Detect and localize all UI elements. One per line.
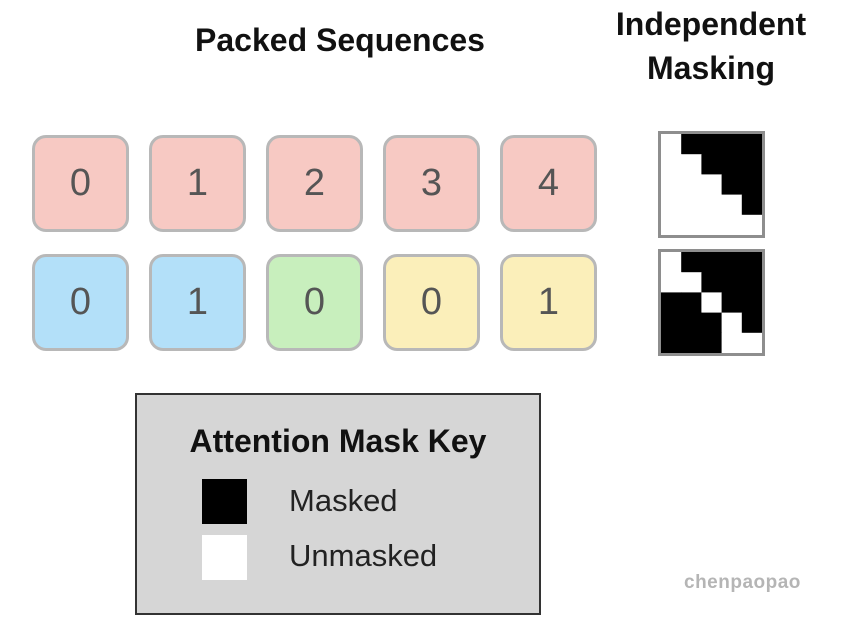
- token-1-2: 0: [266, 254, 363, 351]
- unmasked-cell: [721, 332, 743, 353]
- unmasked-label: Unmasked: [289, 538, 438, 573]
- token-1-3: 0: [383, 254, 480, 351]
- unmasked-cell: [721, 312, 743, 334]
- packed-sequences-title: Packed Sequences: [195, 22, 485, 58]
- masked-cell: [721, 272, 743, 293]
- masked-cell: [701, 134, 722, 155]
- masked-cell: [721, 154, 743, 175]
- token-0-2: 2: [266, 135, 363, 232]
- masked-swatch: [202, 479, 247, 524]
- masked-cell: [721, 134, 743, 155]
- masked-cell: [741, 154, 762, 175]
- token-0-0: 0: [32, 135, 129, 232]
- unmasked-cell: [701, 292, 722, 313]
- attention-mask-legend: Attention Mask Key Masked Unmasked: [135, 393, 541, 615]
- unmasked-cell: [681, 174, 702, 195]
- unmasked-cell: [681, 154, 702, 175]
- attention-mask-causal: [658, 131, 765, 238]
- masked-cell: [681, 312, 702, 334]
- masked-cell: [741, 194, 762, 216]
- mask-grid-0: [661, 134, 762, 235]
- masked-cell: [721, 292, 743, 313]
- masked-cell: [661, 292, 682, 313]
- masked-cell: [701, 312, 722, 334]
- masked-cell: [681, 292, 702, 313]
- masked-cell: [741, 292, 762, 313]
- unmasked-cell: [661, 214, 682, 235]
- independent-masking-title: Independent Masking: [586, 2, 836, 90]
- unmasked-cell: [721, 214, 743, 235]
- unmasked-cell: [681, 272, 702, 293]
- unmasked-cell: [701, 174, 722, 195]
- masked-cell: [741, 272, 762, 293]
- masked-cell: [701, 154, 722, 175]
- unmasked-cell: [661, 154, 682, 175]
- masked-cell: [741, 252, 762, 273]
- unmasked-cell: [701, 194, 722, 216]
- legend-title: Attention Mask Key: [189, 423, 487, 459]
- token-1-1: 1: [149, 254, 246, 351]
- masked-cell: [661, 312, 682, 334]
- unmasked-cell: [681, 214, 702, 235]
- unmasked-cell: [661, 272, 682, 293]
- unmasked-cell: [661, 252, 682, 273]
- masked-cell: [701, 252, 722, 273]
- masked-cell: [721, 252, 743, 273]
- unmasked-cell: [721, 194, 743, 216]
- masked-cell: [681, 332, 702, 353]
- masked-cell: [741, 134, 762, 155]
- unmasked-cell: [741, 332, 762, 353]
- independent-masking-title-line2: Masking: [646, 50, 776, 86]
- independent-masking-title-line1: Independent: [615, 6, 807, 42]
- masked-cell: [741, 312, 762, 334]
- token-1-4: 1: [500, 254, 597, 351]
- unmasked-cell: [681, 194, 702, 216]
- masked-cell: [681, 134, 702, 155]
- unmasked-cell: [661, 174, 682, 195]
- token-0-1: 1: [149, 135, 246, 232]
- token-0-3: 3: [383, 135, 480, 232]
- unmasked-cell: [741, 214, 762, 235]
- masked-cell: [661, 332, 682, 353]
- attention-mask-independent: [658, 249, 765, 356]
- masked-cell: [681, 252, 702, 273]
- masked-cell: [741, 174, 762, 195]
- watermark: chenpaopao: [684, 572, 801, 593]
- unmasked-cell: [701, 214, 722, 235]
- token-0-4: 4: [500, 135, 597, 232]
- unmasked-cell: [661, 134, 682, 155]
- masked-cell: [701, 272, 722, 293]
- masked-cell: [721, 174, 743, 195]
- unmasked-swatch: [202, 535, 247, 580]
- token-1-0: 0: [32, 254, 129, 351]
- unmasked-cell: [661, 194, 682, 216]
- masked-label: Masked: [289, 483, 398, 518]
- masked-cell: [701, 332, 722, 353]
- mask-grid-1: [661, 252, 762, 353]
